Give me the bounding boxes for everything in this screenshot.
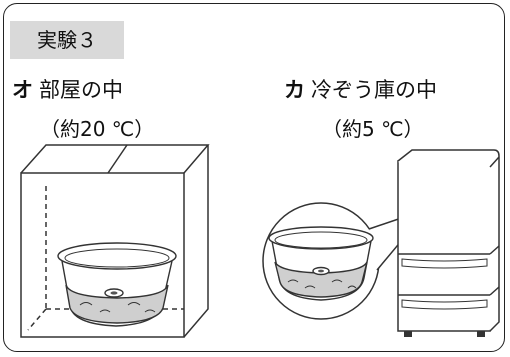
- bowl-fridge: [268, 226, 374, 301]
- panel-o-temperature: （約20 ℃）: [40, 117, 155, 141]
- panel-ka-title: カ冷ぞう庫の中: [284, 77, 437, 103]
- refrigerator: [397, 149, 500, 337]
- panel-ka-temperature: （約5 ℃）: [322, 117, 424, 141]
- experiment-tag: 実験３: [10, 21, 124, 59]
- bowl-room: [57, 242, 177, 327]
- panel-o-title: オ部屋の中: [12, 77, 123, 103]
- panel-o-location: 部屋の中: [39, 78, 123, 102]
- room-box: [20, 144, 210, 338]
- panel-o-marker: オ: [12, 78, 33, 102]
- panel-ka-marker: カ: [284, 78, 305, 102]
- panel-ka-location: 冷ぞう庫の中: [311, 78, 437, 102]
